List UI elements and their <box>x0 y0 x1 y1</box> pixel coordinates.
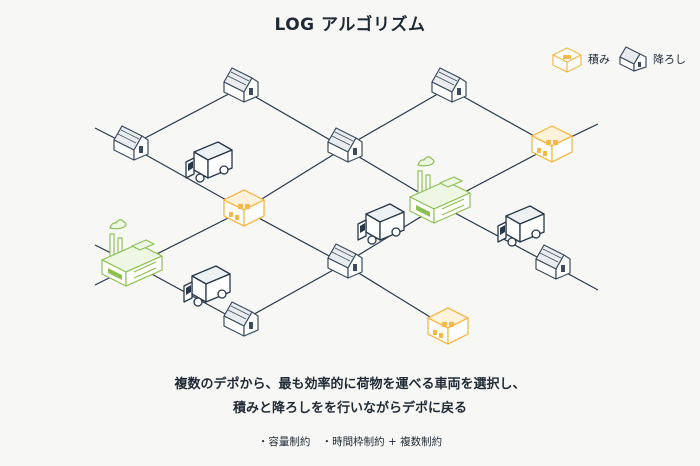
legend: 積み 降ろし <box>551 42 686 76</box>
legend-unload: 降ろし <box>618 44 686 74</box>
legend-load: 積み <box>551 44 610 74</box>
route-diagram <box>94 67 599 345</box>
house-icon <box>223 67 259 103</box>
house-icon <box>535 244 571 280</box>
house-icon <box>113 125 149 161</box>
constraint-notes: ・容量制約 ・時間枠制約 + 複数制約 <box>0 434 700 449</box>
caption: 複数のデポから、最も効率的に荷物を運べる車両を選択し、 積みと降ろしをを行いなが… <box>0 373 700 421</box>
truck-icon <box>185 141 233 183</box>
note-time-window: ・時間枠制約 + 複数制約 <box>321 436 443 448</box>
depot-factory-icon <box>409 156 471 224</box>
truck-icon <box>357 203 405 245</box>
house-icon <box>327 243 363 279</box>
legend-load-label: 積み <box>588 53 610 66</box>
caption-line-1: 複数のデポから、最も効率的に荷物を運べる車両を選択し、 <box>174 377 526 392</box>
house-icon <box>431 67 467 103</box>
load-box-icon <box>531 125 573 163</box>
note-capacity: ・容量制約 <box>257 436 311 448</box>
load-box-icon <box>223 189 265 227</box>
house-icon <box>327 127 363 163</box>
legend-unload-label: 降ろし <box>653 53 686 66</box>
truck-icon <box>183 265 231 307</box>
route-lines <box>94 87 599 329</box>
caption-line-2: 積みと降ろしをを行いながらデポに戻る <box>232 401 467 416</box>
load-box-icon <box>552 47 582 73</box>
house-icon <box>619 46 647 72</box>
load-box-icon <box>427 307 469 345</box>
house-icon <box>223 301 259 337</box>
depot-factory-icon <box>101 219 163 287</box>
page-title: LOG アルゴリズム <box>274 15 426 35</box>
